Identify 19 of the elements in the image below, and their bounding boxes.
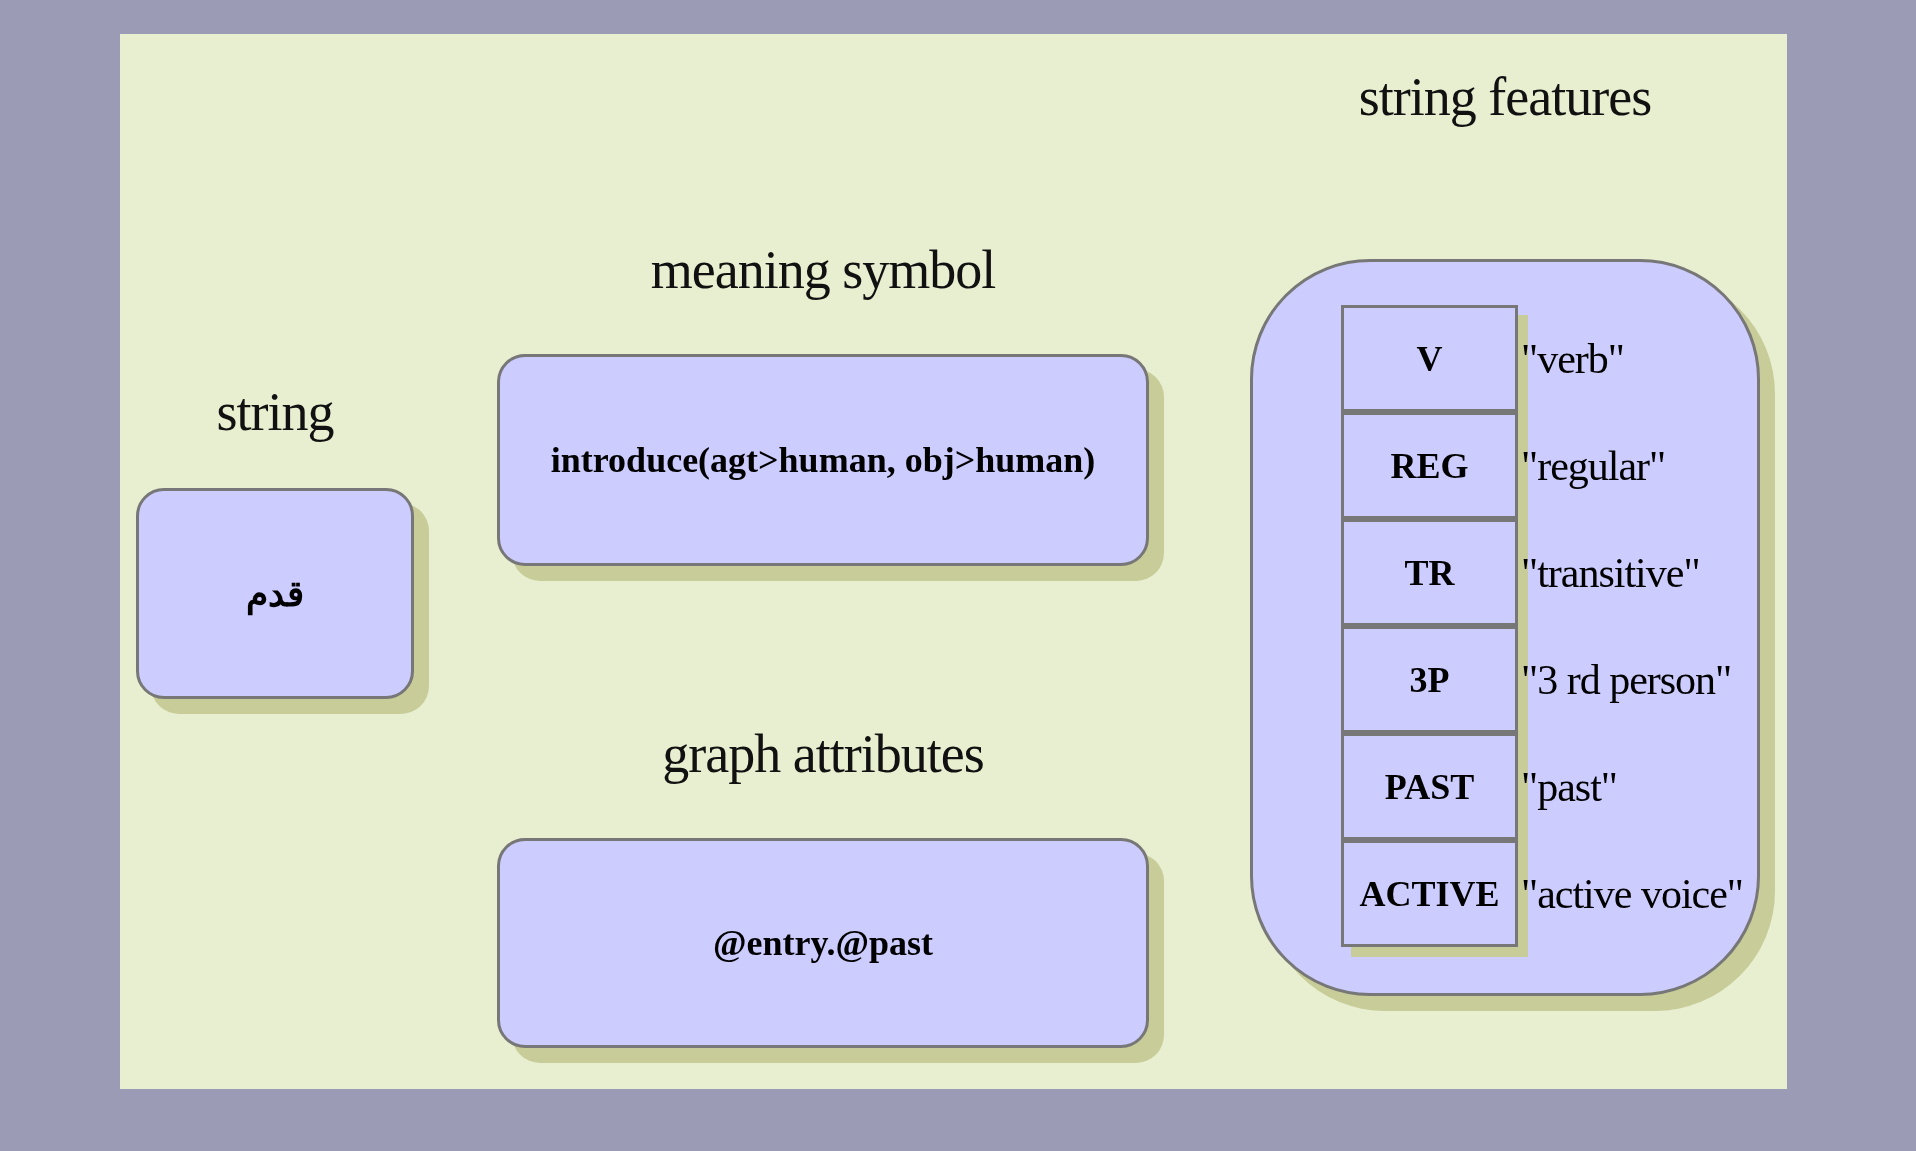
- feature-description: "verb": [1521, 334, 1624, 383]
- box-text: introduce(agt>human, obj>human): [549, 439, 1097, 481]
- box-heading: string features: [1358, 66, 1652, 128]
- feature-code: V: [1415, 337, 1444, 380]
- box-heading: string: [216, 381, 334, 443]
- feature-description: "transitive": [1521, 548, 1700, 597]
- feature-description: "regular": [1521, 441, 1666, 490]
- box-text: @entry.@past: [712, 922, 934, 964]
- box-heading: meaning symbol: [650, 239, 996, 301]
- feature-code: 3P: [1408, 658, 1451, 701]
- feature-description: "active voice": [1521, 869, 1743, 918]
- feature-description: "past": [1521, 762, 1617, 811]
- feature-code: REG: [1389, 444, 1470, 487]
- feature-code: TR: [1403, 551, 1456, 594]
- box-heading: graph attributes: [662, 723, 984, 785]
- feature-code: PAST: [1383, 765, 1476, 808]
- box-text: قدم: [245, 572, 305, 615]
- feature-description: "3 rd person": [1521, 655, 1732, 704]
- feature-code: ACTIVE: [1358, 872, 1501, 915]
